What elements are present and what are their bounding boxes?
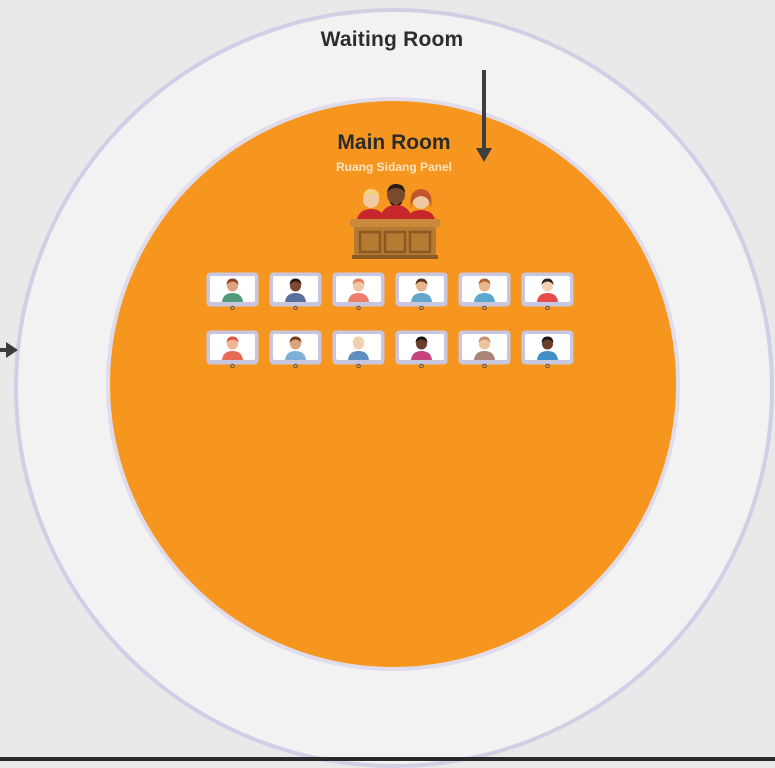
video-participant-icon [206,330,259,368]
video-participant-icon [458,330,511,368]
arrow-right-icon [0,342,18,358]
arrow-down-icon [476,70,492,162]
video-participant-icon [458,272,511,310]
video-participant-icon [332,272,385,310]
bottom-edge-bar [0,757,775,761]
main-room-subtitle: Ruang Sidang Panel [335,160,452,174]
waiting-room-title: Waiting Room [320,28,464,51]
main-room-title: Main Room [337,131,451,154]
video-participant-icon [206,272,259,310]
video-participant-icon [269,272,322,310]
judges-bench-icon [346,183,444,259]
video-participant-icon [521,330,574,368]
video-participant-icon [395,272,448,310]
attendee-row-2 [206,330,574,368]
video-participant-icon [395,330,448,368]
video-participant-icon [269,330,322,368]
video-participant-icon [521,272,574,310]
video-participant-icon [332,330,385,368]
attendee-row-1 [206,272,574,310]
